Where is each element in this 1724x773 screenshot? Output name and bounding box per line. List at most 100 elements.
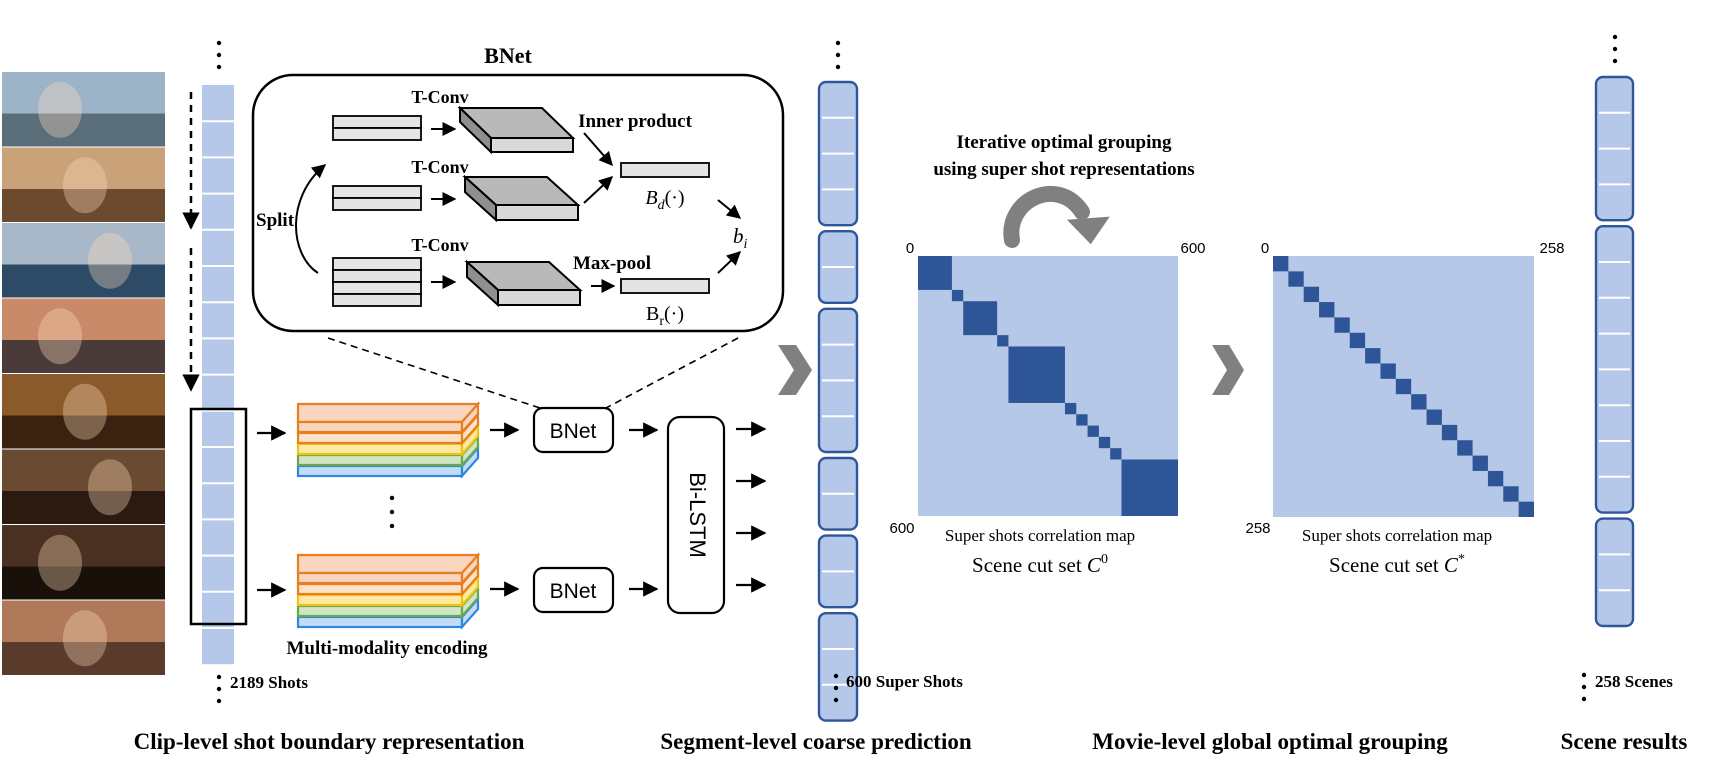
section-title-movie-level: Movie-level global optimal grouping xyxy=(1092,729,1448,754)
diagonal-block xyxy=(1334,317,1350,333)
diagonal-block xyxy=(1098,436,1111,449)
grouped-segment xyxy=(1594,517,1635,628)
tconv-block-2 xyxy=(462,174,581,223)
bi-lstm-label: Bi-LSTM xyxy=(685,472,710,558)
super-shots-count: 600 Super Shots xyxy=(846,672,963,691)
grouped-segment xyxy=(817,456,859,531)
bd-bar xyxy=(620,162,710,178)
section-title-scene-results: Scene results xyxy=(1561,729,1688,754)
diagonal-block xyxy=(1441,424,1458,441)
diagonal-block xyxy=(1121,459,1178,516)
br-label: Br(·) xyxy=(646,303,684,329)
grouped-segment xyxy=(817,80,859,227)
tconv-block-1 xyxy=(457,105,576,155)
diagonal-block xyxy=(1395,378,1412,395)
diagonal-block xyxy=(1457,440,1473,456)
feature-stack-3 xyxy=(332,257,422,307)
encoding-layer xyxy=(296,563,480,597)
diagonal-block xyxy=(1288,271,1304,287)
grouped-segment xyxy=(817,229,859,304)
correlation-map-optimal xyxy=(1273,256,1534,517)
map1-caption: Super shots correlation map xyxy=(945,526,1135,545)
diagonal-block xyxy=(951,289,964,302)
diagonal-block xyxy=(1518,501,1534,517)
split-label: Split xyxy=(256,210,295,231)
map1-side: 600 xyxy=(889,520,914,537)
diagonal-block xyxy=(1472,455,1488,471)
shot-window-box xyxy=(189,407,248,626)
film-frame-man-drawing xyxy=(2,449,165,524)
film-frame-couple-closeup xyxy=(2,147,165,222)
grouping-label-line-2: using super shot representations xyxy=(933,159,1194,180)
super-shot-dots-bottom xyxy=(833,673,839,703)
scene-column xyxy=(1594,75,1635,628)
diagonal-block xyxy=(1426,409,1442,425)
diagonal-block xyxy=(1110,448,1122,460)
diagonal-block xyxy=(1319,302,1335,318)
chevron-icon-2 xyxy=(1212,345,1244,395)
shot-column xyxy=(202,85,234,665)
super-shot-dots-top xyxy=(835,40,841,70)
diagonal-block xyxy=(997,335,1009,347)
split-arrow xyxy=(295,164,327,274)
diagonal-block xyxy=(1064,402,1077,415)
tconv-block-3 xyxy=(464,259,583,308)
inner-product-label: Inner product xyxy=(578,111,693,132)
map1-end: 600 xyxy=(1180,240,1205,257)
bnet-title: BNet xyxy=(484,43,532,68)
shots-count: 2189 Shots xyxy=(230,673,308,692)
grouped-segment xyxy=(817,534,859,609)
film-frame-sunset-embrace xyxy=(2,298,165,373)
map1-origin: 0 xyxy=(906,240,914,257)
section-title-segment-level: Segment-level coarse prediction xyxy=(660,729,971,754)
diagonal-block xyxy=(1503,486,1519,502)
diagonal-block xyxy=(1487,470,1504,487)
grouped-segment xyxy=(1594,75,1635,222)
bd-label: Bd(·) xyxy=(645,187,684,213)
diagonal-block xyxy=(1076,414,1088,426)
grouped-segment xyxy=(817,307,859,454)
correlation-map-initial xyxy=(918,256,1178,516)
film-frame-reclining-woman xyxy=(2,600,165,675)
iteration-arrow-icon xyxy=(1003,185,1090,248)
iteration-arrowhead-icon xyxy=(1066,216,1110,245)
grouped-segment xyxy=(817,612,859,722)
tconv-label-2: T-Conv xyxy=(411,157,468,177)
film-frames-strip xyxy=(2,72,165,675)
encoding-layer xyxy=(296,552,481,586)
bnet-box-bottom xyxy=(532,566,615,614)
vertical-ellipsis xyxy=(389,495,395,529)
diagonal-block xyxy=(1380,363,1396,379)
diagonal-block xyxy=(1087,425,1099,437)
scene-dots-bottom xyxy=(1581,672,1587,702)
scenes-count: 258 Scenes xyxy=(1595,672,1673,691)
diagonal-block xyxy=(1273,256,1289,272)
map2-side: 258 xyxy=(1245,520,1270,537)
shot-column-dots-bottom xyxy=(216,674,222,704)
map2-caption: Super shots correlation map xyxy=(1302,526,1492,545)
film-frame-cabin-interior xyxy=(2,525,165,600)
bnet-box-bottom-label: BNet xyxy=(550,580,597,603)
encoding-label: Multi-modality encoding xyxy=(286,638,488,659)
bnet-box-top xyxy=(532,406,615,454)
encoding-layer xyxy=(296,401,481,435)
feature-stack-1 xyxy=(332,115,422,141)
grouping-label-line-1: Iterative optimal grouping xyxy=(957,132,1172,153)
bnet-box-top-label: BNet xyxy=(550,420,597,443)
tconv-label-3: T-Conv xyxy=(411,235,468,255)
diagonal-block xyxy=(1349,332,1366,349)
multi-modality-stack-top xyxy=(296,401,481,479)
super-shot-column xyxy=(817,80,859,722)
map1-set-label: Scene cut set C0 xyxy=(972,552,1108,577)
diagonal-block xyxy=(963,301,998,336)
tconv-label-1: T-Conv xyxy=(411,87,468,107)
diagonal-block xyxy=(1365,348,1381,364)
film-frame-candlelit-woman xyxy=(2,374,165,449)
diagonal-block xyxy=(1303,286,1320,303)
film-frame-ship-bow-scene xyxy=(2,72,165,147)
grouped-segment xyxy=(1594,224,1635,514)
map2-end: 258 xyxy=(1539,240,1564,257)
feature-stack-2 xyxy=(332,185,422,211)
